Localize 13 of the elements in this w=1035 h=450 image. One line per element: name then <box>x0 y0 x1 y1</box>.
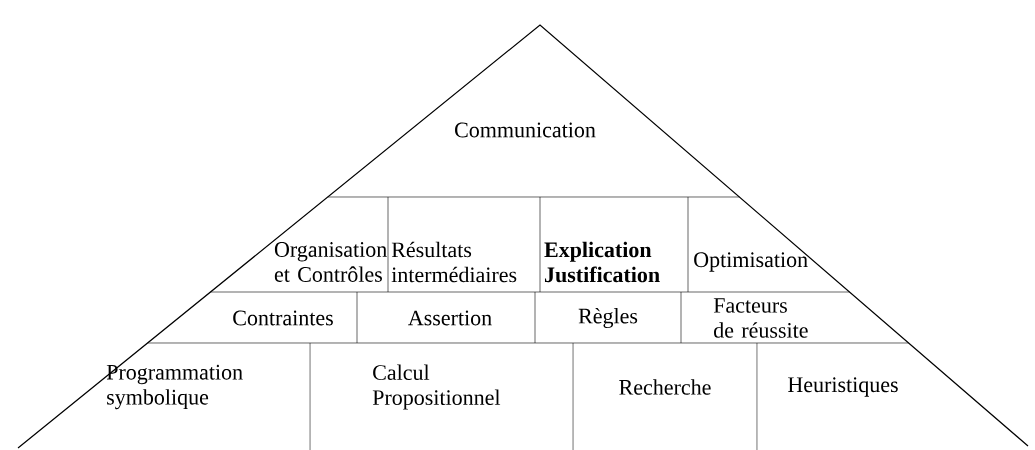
cell-label: Programmation symbolique <box>106 364 243 410</box>
cell-label: Contraintes <box>233 310 333 326</box>
cell-label: Règles <box>578 307 638 328</box>
cell-label: Heuristiques <box>788 377 898 397</box>
cell-label: Organisation et Contrôles <box>274 242 387 282</box>
cell-label: Assertion <box>408 310 492 326</box>
cell-label: Facteurs de réussite <box>713 298 808 338</box>
cell-label: Recherche <box>619 379 711 395</box>
cell-label: Explication Justification <box>544 241 660 283</box>
cell-label: Résultats intermédiaires <box>391 241 517 283</box>
cell-label: Calcul Propositionnel <box>372 364 501 410</box>
cell-label: Optimisation <box>694 252 808 272</box>
cell-label: Communication <box>455 122 596 138</box>
